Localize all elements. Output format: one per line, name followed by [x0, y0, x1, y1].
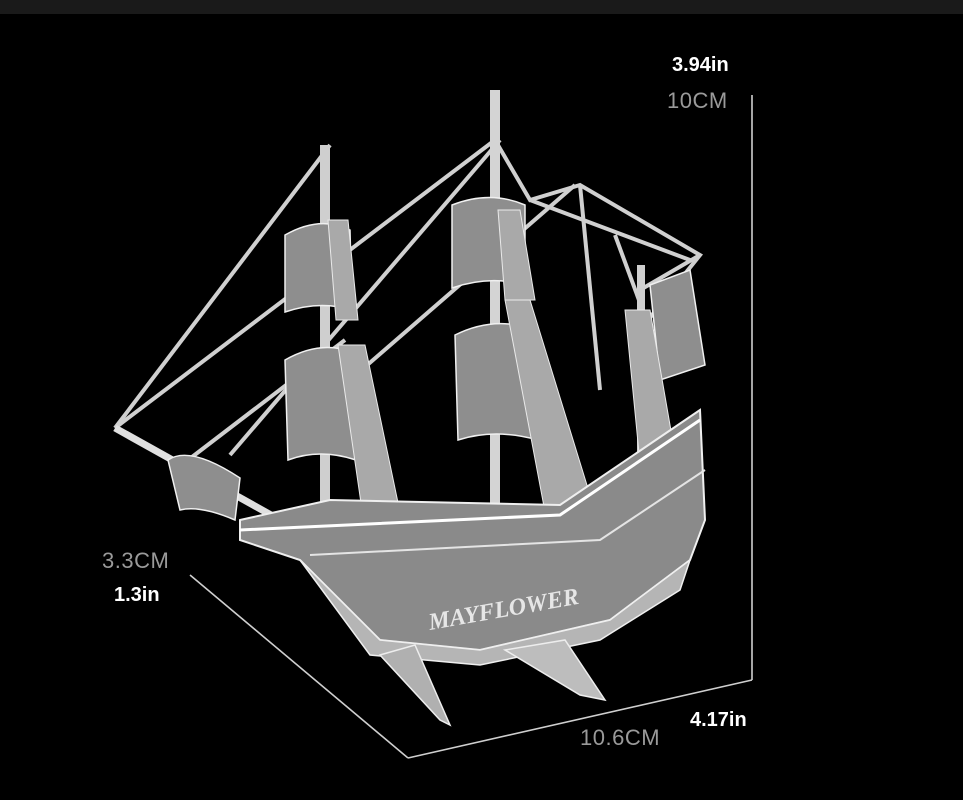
display-stand — [378, 639, 607, 727]
height-cm-label: 10CM — [667, 88, 728, 113]
length-inches-label: 4.17in — [690, 709, 747, 731]
hull: MAYFLOWER — [239, 408, 707, 666]
depth-dimension-line — [189, 574, 409, 759]
length-dimension-line — [407, 679, 753, 759]
height-inches-label: 3.94in — [672, 54, 729, 76]
depth-inches-label: 1.3in — [114, 584, 160, 606]
length-cm-label: 10.6CM — [580, 725, 661, 750]
top-bar — [0, 0, 963, 14]
depth-cm-label: 3.3CM — [102, 548, 170, 573]
rigging — [113, 138, 704, 472]
dimension-lines — [189, 95, 753, 759]
bowsprit — [113, 424, 282, 524]
